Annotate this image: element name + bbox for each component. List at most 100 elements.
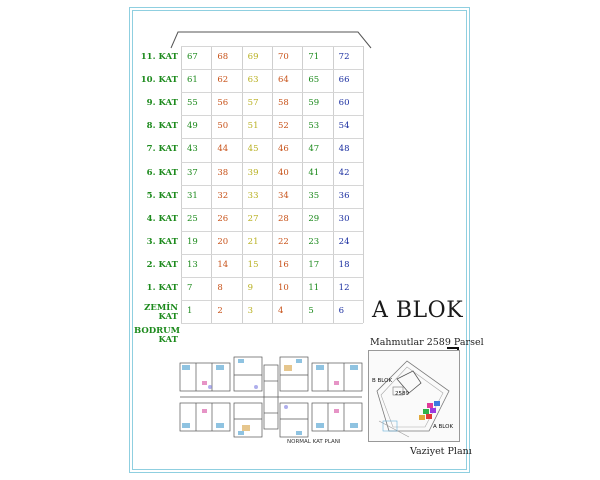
unit-number: 38 [217, 167, 229, 178]
unit-number: 11 [308, 283, 320, 293]
unit-number: 37 [187, 167, 198, 178]
unit-number: 64 [278, 75, 289, 86]
grid-hline [181, 138, 363, 140]
site-plan-title: Vaziyet Planı [410, 446, 472, 457]
grid-hline [181, 277, 363, 278]
unit-number: 53 [308, 121, 320, 132]
inner-frame [132, 10, 467, 470]
unit-number: 72 [338, 52, 350, 62]
grid-hline [181, 115, 363, 117]
floor-label: 10. KAT [140, 75, 178, 86]
unit-number: 10 [278, 283, 289, 293]
grid-hline [181, 253, 363, 255]
unit-number: 61 [187, 75, 198, 86]
roof-outline [170, 31, 372, 49]
unit-number: 1 [187, 306, 193, 317]
grid-hline [181, 46, 363, 47]
floor-label: 4. KAT [146, 213, 178, 224]
floor-label: 5. KAT [146, 190, 178, 201]
grid-vline [241, 46, 243, 323]
unit-number: 4 [278, 306, 284, 317]
unit-number: 48 [338, 144, 350, 155]
unit-number: 16 [278, 259, 289, 270]
grid-hline [181, 92, 363, 94]
unit-number: 17 [308, 259, 320, 270]
site-parcel-number: 2589 [395, 391, 409, 397]
unit-number: 65 [308, 75, 320, 86]
unit-number: 28 [278, 213, 289, 224]
unit-number: 19 [187, 236, 198, 247]
unit-number: 32 [217, 190, 229, 201]
unit-number: 43 [187, 144, 198, 155]
unit-number: 44 [217, 144, 229, 155]
unit-number: 54 [338, 121, 350, 132]
floor-label: 1. KAT [146, 283, 178, 293]
grid-vline [302, 46, 304, 323]
floor-label: 11. KAT [140, 52, 178, 62]
unit-number: 55 [187, 98, 198, 109]
block-title: A BLOK [372, 298, 464, 323]
unit-number: 30 [338, 213, 350, 224]
grid-hline [181, 230, 363, 232]
grid-hline [181, 323, 363, 325]
floor-plan-caption: NORMAL KAT PLANI [287, 439, 341, 445]
unit-number: 14 [217, 259, 229, 270]
grid-hline [181, 69, 363, 71]
unit-number: 9 [247, 283, 254, 293]
floor-label-line: KAT [158, 335, 179, 346]
grid-vline [332, 46, 334, 323]
unit-number: 60 [338, 98, 350, 109]
unit-number: 31 [187, 190, 198, 201]
floor-label: 2. KAT [146, 259, 178, 270]
site-block-a-label: A BLOK [433, 424, 454, 430]
unit-number: 36 [338, 190, 350, 201]
floor-label: 6. KAT [146, 167, 178, 178]
unit-number: 21 [247, 236, 259, 247]
floor-label: 9. KAT [146, 98, 178, 109]
unit-number: 7 [187, 283, 193, 293]
unit-number: 57 [247, 98, 259, 109]
grid-vline [181, 46, 182, 323]
unit-number: 45 [247, 144, 259, 155]
unit-number: 49 [187, 121, 198, 132]
unit-number: 66 [338, 75, 350, 86]
grid-vline [211, 46, 213, 323]
grid-hline [181, 184, 363, 186]
unit-number: 70 [278, 52, 289, 62]
unit-number: 40 [278, 167, 289, 178]
unit-number: 34 [278, 190, 289, 201]
unit-number: 52 [278, 121, 289, 132]
unit-number: 13 [187, 259, 198, 270]
unit-number: 41 [308, 167, 320, 178]
floor-label: 7. KAT [146, 144, 178, 155]
unit-number: 3 [247, 306, 254, 317]
unit-number: 22 [278, 236, 289, 247]
unit-number: 15 [247, 259, 259, 270]
unit-number: 68 [217, 52, 229, 62]
unit-number: 24 [338, 236, 350, 247]
floor-label-line: BODRUM [134, 326, 181, 337]
unit-number: 71 [308, 52, 320, 62]
grid-hline [181, 300, 363, 302]
unit-number: 2 [217, 306, 223, 317]
unit-number: 27 [247, 213, 259, 224]
unit-number: 56 [217, 98, 229, 109]
unit-number: 46 [278, 144, 289, 155]
floor-label-line: ZEMİN [144, 303, 178, 314]
grid-vline [272, 46, 273, 323]
unit-number: 33 [247, 190, 259, 201]
unit-number: 8 [217, 283, 223, 293]
unit-number: 20 [217, 236, 229, 247]
unit-number: 29 [308, 213, 320, 224]
unit-number: 23 [308, 236, 320, 247]
unit-number: 58 [278, 98, 289, 109]
unit-number: 62 [217, 75, 229, 86]
floor-plan-drawing [179, 356, 363, 438]
site-plan-frame [368, 350, 460, 442]
site-plan-drawing [369, 351, 459, 441]
unit-number: 39 [247, 167, 259, 178]
unit-number: 42 [338, 167, 350, 178]
unit-number: 69 [247, 52, 259, 62]
